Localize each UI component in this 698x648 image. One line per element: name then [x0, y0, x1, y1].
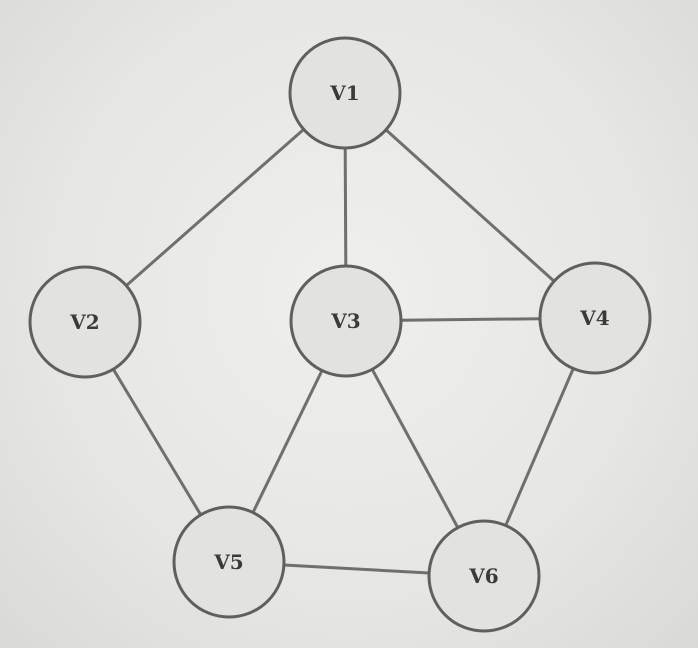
- edge-v1-v4: [384, 128, 556, 283]
- edge-v2-v5: [111, 367, 203, 517]
- node-v1: V1: [288, 36, 402, 150]
- edge-v1-v3: [343, 146, 348, 268]
- node-v5-circle: [172, 505, 286, 619]
- node-v6-label: V6: [468, 564, 498, 588]
- node-v4-label: V4: [579, 306, 610, 330]
- edge-v4-v6: [504, 367, 575, 527]
- node-v6: V6: [427, 519, 541, 633]
- node-v2: V2: [28, 265, 142, 379]
- node-v1-label: V1: [329, 81, 359, 105]
- edge-v1-v2: [124, 127, 306, 288]
- node-v6-circle: [427, 519, 541, 633]
- node-v4: V4: [538, 261, 652, 375]
- edge-v3-v6: [370, 367, 460, 530]
- edge-v3-v5: [251, 369, 324, 514]
- node-v5: V5: [172, 505, 286, 619]
- node-v2-label: V2: [69, 310, 99, 334]
- node-v3: V3: [289, 264, 403, 378]
- node-v1-circle: [288, 36, 402, 150]
- node-v4-circle: [538, 261, 652, 375]
- node-layer: V1 V2 V3 V4 V5 V6: [28, 36, 652, 633]
- node-v5-label: V5: [213, 550, 243, 574]
- node-v3-label: V3: [330, 309, 360, 333]
- edge-v3-v4: [399, 317, 542, 322]
- edge-layer: [111, 127, 575, 575]
- node-v2-circle: [28, 265, 142, 379]
- edge-v5-v6: [282, 563, 431, 575]
- node-v3-circle: [289, 264, 403, 378]
